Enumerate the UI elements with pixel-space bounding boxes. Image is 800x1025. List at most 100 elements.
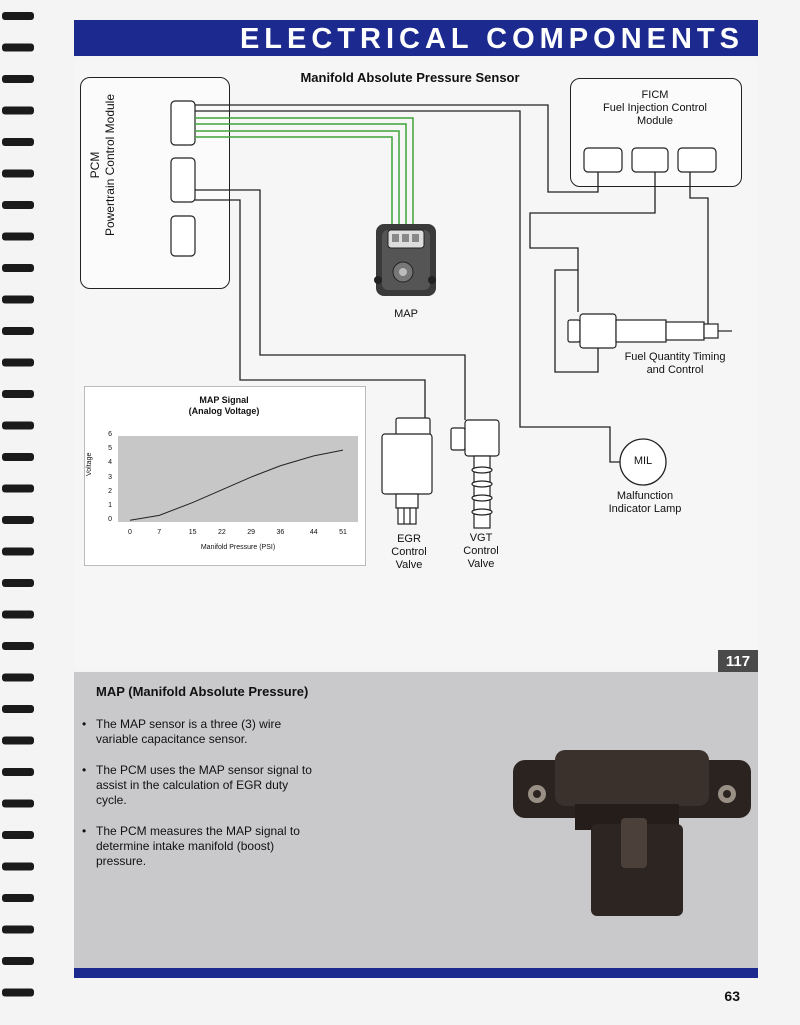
binding-ring bbox=[2, 894, 34, 902]
y-tick-label: 3 bbox=[108, 473, 112, 481]
pcm-connector-3 bbox=[170, 215, 196, 257]
map-signal-line bbox=[129, 449, 344, 521]
spiral-binding bbox=[2, 12, 34, 997]
x-tick-label: 51 bbox=[339, 529, 347, 536]
bullet-item: The PCM measures the MAP signal to deter… bbox=[82, 824, 317, 869]
mil-badge: MIL bbox=[633, 455, 653, 467]
chart-y-label: Voltage bbox=[86, 452, 93, 476]
vgt-label-line3: Valve bbox=[467, 558, 495, 570]
binding-ring bbox=[2, 610, 34, 619]
egr-valve-label: EGR Control Valve bbox=[378, 533, 440, 572]
mil-label-line2: Indicator Lamp bbox=[608, 503, 682, 515]
ficm-label: FICM Fuel Injection Control Module bbox=[570, 89, 740, 128]
binding-ring bbox=[2, 484, 34, 493]
fuel-injector-graphic bbox=[567, 313, 732, 349]
y-tick-label: 0 bbox=[108, 516, 112, 523]
binding-ring bbox=[2, 705, 34, 713]
pcm-connector-2 bbox=[170, 157, 196, 203]
ficm-connector-2 bbox=[631, 147, 669, 173]
egr-label-line1: EGR bbox=[397, 533, 421, 545]
binding-ring bbox=[2, 43, 34, 52]
binding-ring bbox=[2, 201, 34, 209]
ficm-label-line3: Module bbox=[636, 115, 674, 127]
chart-x-label: Manifold Pressure (PSI) bbox=[200, 544, 276, 551]
chart-plot-area bbox=[118, 436, 358, 522]
header-bar bbox=[74, 20, 758, 56]
binding-ring bbox=[2, 295, 34, 304]
x-tick-label: 15 bbox=[188, 529, 197, 536]
binding-ring bbox=[2, 453, 34, 461]
chart-title-block: MAP Signal (Analog Voltage) bbox=[84, 395, 364, 417]
binding-ring bbox=[2, 327, 34, 335]
binding-ring bbox=[2, 12, 34, 20]
y-tick-label: 2 bbox=[108, 487, 112, 495]
y-tick-label: 6 bbox=[108, 431, 112, 438]
bullet-list: The MAP sensor is a three (3) wire varia… bbox=[82, 717, 317, 885]
vgt-label-line1: VGT bbox=[469, 532, 493, 544]
x-tick-label: 7 bbox=[157, 529, 162, 536]
binding-ring bbox=[2, 421, 34, 430]
vgt-valve-graphic bbox=[450, 419, 500, 529]
bullet-item: The MAP sensor is a three (3) wire varia… bbox=[82, 717, 317, 747]
binding-ring bbox=[2, 988, 34, 997]
binding-ring bbox=[2, 390, 34, 398]
egr-label-line3: Valve bbox=[395, 559, 423, 571]
slide-number-badge: 117 bbox=[718, 650, 758, 674]
ficm-label-short: FICM bbox=[641, 89, 669, 101]
pcm-module-box bbox=[80, 77, 230, 289]
y-tick-label: 4 bbox=[108, 459, 112, 467]
binding-ring bbox=[2, 736, 34, 745]
bullet-item: The PCM uses the MAP sensor signal to as… bbox=[82, 763, 317, 808]
injector-label: Fuel Quantity Timing and Control bbox=[600, 351, 750, 377]
binding-ring bbox=[2, 642, 34, 650]
ficm-connector-3 bbox=[677, 147, 717, 173]
map-sensor-photo bbox=[513, 750, 751, 916]
section-heading: MAP (Manifold Absolute Pressure) bbox=[96, 684, 309, 699]
binding-ring bbox=[2, 957, 34, 965]
mil-label-line1: Malfunction bbox=[616, 490, 674, 502]
binding-ring bbox=[2, 862, 34, 871]
egr-valve-graphic bbox=[381, 417, 433, 525]
binding-ring bbox=[2, 232, 34, 241]
binding-ring bbox=[2, 75, 34, 83]
egr-label-line2: Control bbox=[391, 546, 427, 558]
binding-ring bbox=[2, 768, 34, 776]
binding-ring bbox=[2, 516, 34, 524]
binding-ring bbox=[2, 799, 34, 808]
x-tick-label: 29 bbox=[247, 529, 255, 536]
binding-ring bbox=[2, 106, 34, 115]
binding-ring bbox=[2, 358, 34, 367]
binding-ring bbox=[2, 673, 34, 682]
x-tick-label: 36 bbox=[276, 529, 285, 536]
injector-label-line2: and Control bbox=[646, 364, 704, 376]
map-sensor-label: MAP bbox=[394, 308, 418, 320]
mil-lamp-graphic bbox=[619, 438, 667, 486]
chart-subtitle: (Analog Voltage) bbox=[188, 406, 260, 416]
vgt-label-line2: Control bbox=[463, 545, 499, 557]
footer-bar bbox=[74, 968, 758, 978]
binding-ring bbox=[2, 579, 34, 587]
binding-ring bbox=[2, 169, 34, 178]
x-tick-label: 0 bbox=[128, 529, 132, 536]
wiring-diagram bbox=[170, 100, 732, 529]
y-tick-label: 1 bbox=[108, 501, 112, 509]
map-sensor-graphic bbox=[374, 224, 436, 296]
chart-title: MAP Signal bbox=[199, 395, 249, 405]
x-tick-label: 44 bbox=[309, 529, 318, 536]
binding-ring bbox=[2, 264, 34, 272]
chart-plot bbox=[118, 436, 358, 522]
page-header-title: ELECTRICAL COMPONENTS bbox=[239, 23, 744, 55]
x-tick-label: 22 bbox=[217, 529, 226, 536]
binding-ring bbox=[2, 925, 34, 934]
binding-ring bbox=[2, 138, 34, 146]
pcm-connector-1 bbox=[170, 100, 196, 146]
map-signal-wires bbox=[195, 117, 414, 230]
page-number: 63 bbox=[724, 988, 740, 1004]
diagram-title: Manifold Absolute Pressure Sensor bbox=[300, 70, 520, 85]
injector-label-line1: Fuel Quantity Timing bbox=[624, 351, 726, 363]
y-tick-label: 5 bbox=[108, 445, 112, 453]
ficm-label-line2: Fuel Injection Control bbox=[603, 102, 707, 114]
binding-ring bbox=[2, 547, 34, 556]
binding-ring bbox=[2, 831, 34, 839]
vgt-valve-label: VGT Control Valve bbox=[448, 532, 514, 571]
